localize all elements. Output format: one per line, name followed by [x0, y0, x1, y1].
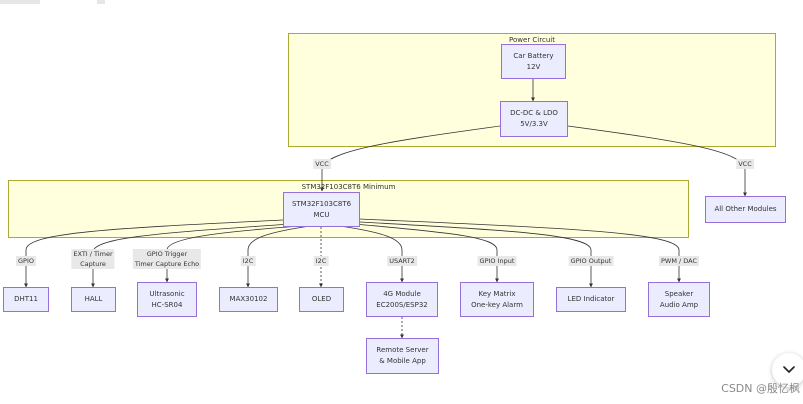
edge-label-gpio-input: GPIO Input: [477, 256, 517, 266]
edge-label-i2c-oled: I2C: [313, 256, 329, 266]
edge-label-gpio: GPIO: [16, 256, 36, 266]
edge-label-gpio-output: GPIO Output: [568, 256, 614, 266]
scroll-down-button[interactable]: [772, 353, 803, 387]
cluster-mcu-minimum-label: STM32F103C8T6 Minimum: [301, 183, 396, 191]
node-mcu: STM32F103C8T6 MCU: [283, 192, 360, 227]
node-dht11: DHT11: [3, 287, 49, 312]
top-edge-fragment-2: [97, 0, 105, 4]
edge-mcu-ultrasonic: [165, 225, 301, 283]
edge-label-i2c-max: I2C: [240, 256, 256, 266]
node-oled: OLED: [299, 287, 344, 312]
edge-dcdc-mcu: [320, 125, 501, 192]
edge-mcu-led: [359, 221, 593, 288]
top-edge-fragment: [0, 0, 40, 4]
edge-label-usart: USART2: [387, 256, 417, 266]
edge-label-vcc-mcu: VCC: [313, 159, 331, 169]
node-speaker: Speaker Audio Amp: [648, 282, 710, 317]
node-car-battery: Car Battery 12V: [501, 44, 566, 79]
edge-mcu-4g: [339, 225, 404, 283]
cluster-power-circuit-label: Power Circuit: [509, 36, 555, 44]
node-key-matrix: Key Matrix One-key Alarm: [460, 282, 534, 317]
node-4g-module: 4G Module EC200S/ESP32: [366, 282, 438, 317]
node-remote-server: Remote Server & Mobile App: [366, 338, 439, 374]
edge-mcu-dht11: [24, 219, 284, 288]
edge-dcdc-other: [567, 125, 747, 197]
edge-label-exti: EXTI / Timer Capture: [71, 249, 115, 269]
edge-label-vcc-other: VCC: [736, 159, 754, 169]
edge-label-pwm-dac: PWM / DAC: [658, 256, 700, 266]
edge-mcu-hall: [91, 223, 291, 288]
node-max30102: MAX30102: [219, 287, 278, 312]
edge-mcu-speaker: [359, 218, 681, 283]
edge-mcu-max30102: [246, 225, 311, 288]
node-ultrasonic: Ultrasonic HC-SR04: [137, 282, 197, 317]
chevron-down-icon: [783, 366, 795, 373]
node-hall: HALL: [71, 287, 116, 312]
watermark: CSDN @殷忆枫: [721, 382, 800, 395]
node-all-other-modules: All Other Modules: [705, 196, 786, 223]
edge-label-gpio-trigger: GPIO Trigger Timer Capture Echo: [132, 249, 202, 269]
edge-mcu-keymatrix: [354, 223, 499, 283]
node-dcdc-ldo: DC-DC & LDO 5V/3.3V: [500, 101, 568, 137]
node-led-indicator: LED Indicator: [556, 287, 626, 312]
